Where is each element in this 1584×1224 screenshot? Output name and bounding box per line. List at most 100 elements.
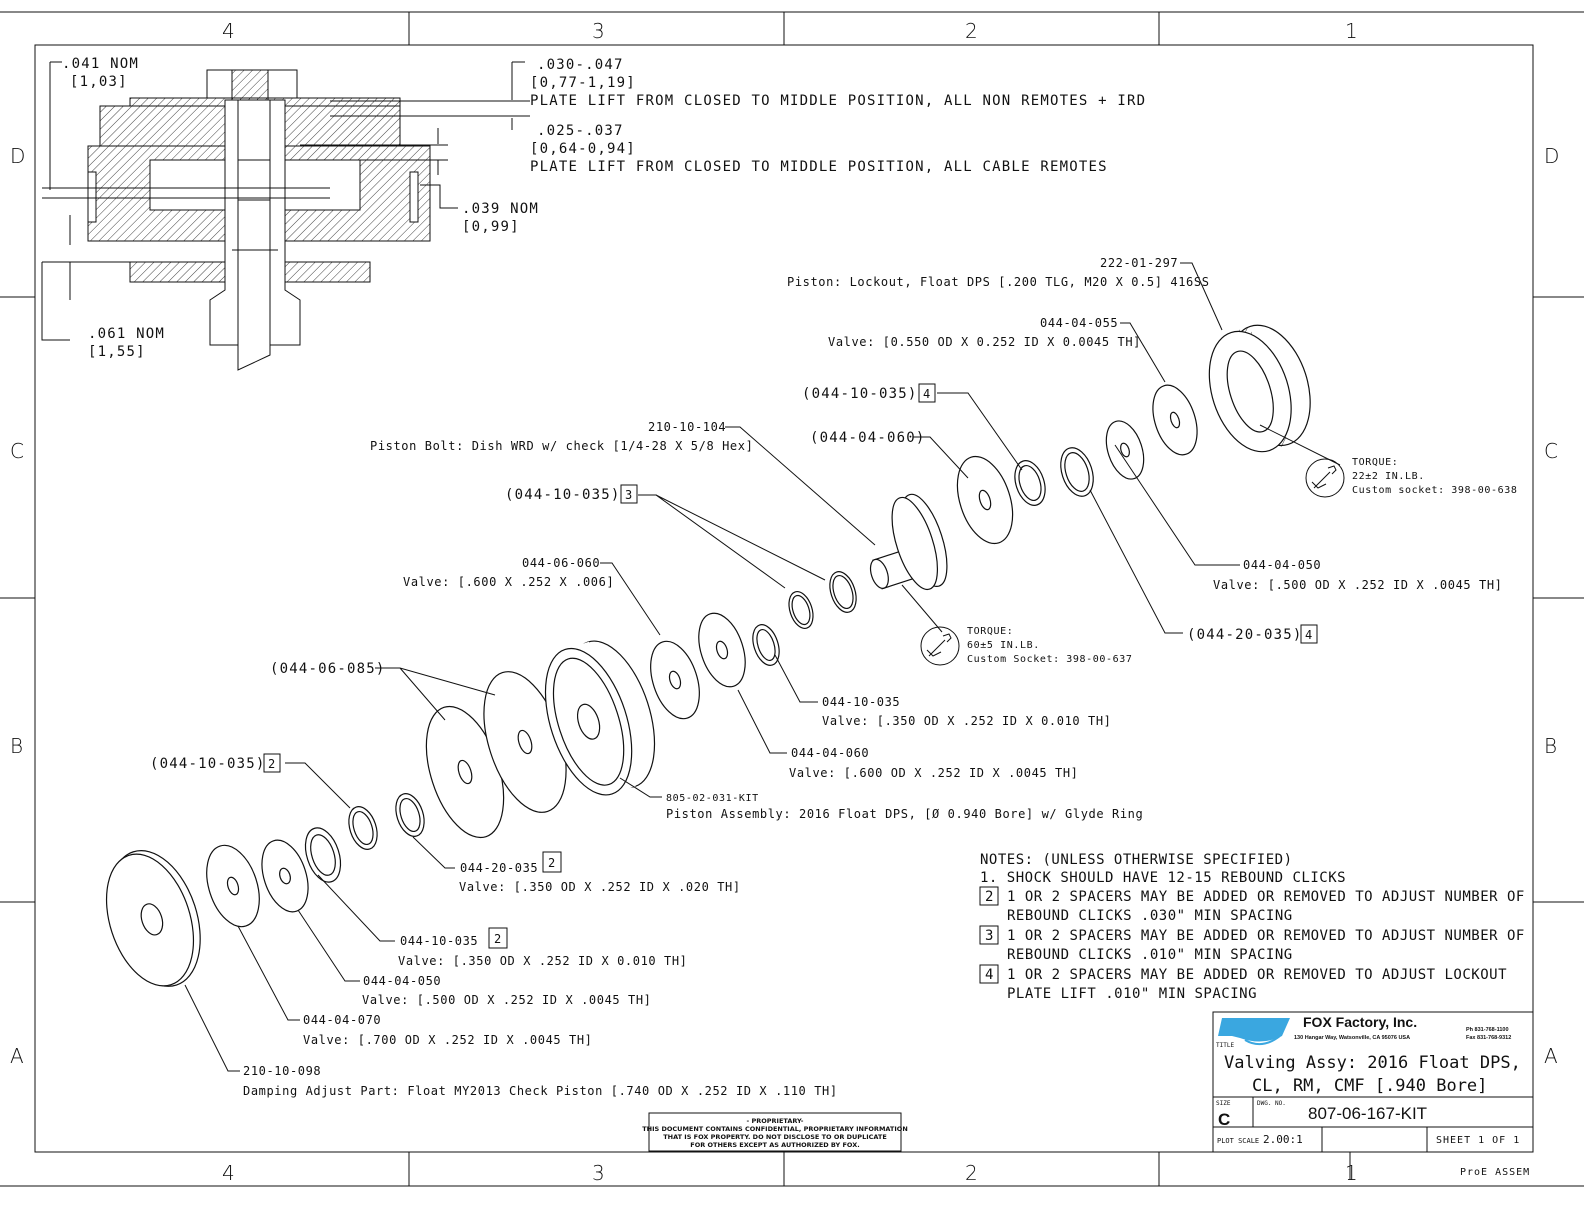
note-flag: 2	[494, 932, 502, 946]
washer	[483, 671, 567, 813]
drawing-frame	[0, 11, 1584, 1187]
note-flag: 4	[1305, 628, 1313, 642]
torque-label: TORQUE:	[1352, 457, 1398, 468]
washer	[1152, 384, 1198, 456]
footer-label: ProE ASSEM	[1460, 1167, 1530, 1178]
callout-description: Valve: [.500 OD X .252 ID X .0045 TH]	[1213, 578, 1503, 592]
note-4-line-1: 1 OR 2 SPACERS MAY BE ADDED OR REMOVED T…	[1007, 967, 1507, 983]
zone-left: A	[10, 1044, 24, 1068]
zone-right: A	[1544, 1044, 1558, 1068]
torque-value: 22±2 IN.LB.	[1352, 471, 1425, 482]
zone-bottom: 2	[965, 1161, 978, 1185]
torque-socket: Custom Socket: 398-00-637	[967, 654, 1133, 665]
washer	[425, 705, 505, 839]
drawing-title-line-1: Valving Assy: 2016 Float DPS,	[1224, 1053, 1521, 1073]
callout-part-number: 044-04-060	[791, 746, 869, 760]
drawing-title-line-2: CL, RM, CMF [.940 Bore]	[1252, 1076, 1487, 1096]
note-flag: 2	[268, 757, 276, 771]
spacer	[788, 591, 814, 629]
wrench-hand-icon	[1311, 465, 1337, 489]
callout-description: Valve: [.350 OD X .252 ID X .020 TH]	[459, 880, 741, 894]
zone-left: B	[10, 734, 23, 758]
zone-left: C	[10, 439, 24, 463]
proprietary-line: THIS DOCUMENT CONTAINS CONFIDENTIAL, PRO…	[642, 1125, 908, 1133]
drawing-number: 807-06-167-KIT	[1308, 1104, 1427, 1123]
dim-041: .041 NOM	[62, 56, 139, 72]
callout-part-number: 044-04-055	[1040, 316, 1118, 330]
note-3-line-1: 1 OR 2 SPACERS MAY BE ADDED OR REMOVED T…	[1007, 928, 1525, 944]
note-flag: 4	[985, 967, 994, 983]
zone-right: B	[1544, 734, 1557, 758]
callout-part-number: 044-06-060	[522, 556, 600, 570]
washer	[650, 640, 700, 720]
notes-header: NOTES: (UNLESS OTHERWISE SPECIFIED)	[980, 852, 1293, 868]
leader-lines	[184, 262, 1341, 1072]
callout-part-number: 044-10-035	[400, 934, 478, 948]
callout-description: Valve: [.350 OD X .252 ID X 0.010 TH]	[822, 714, 1112, 728]
section-view	[41, 61, 530, 371]
lockout-piston-part	[1208, 324, 1311, 453]
dim-041-metric: [1,03]	[70, 74, 128, 90]
plot-scale: 2.00:1	[1263, 1133, 1303, 1146]
callout-part-number: 044-10-035	[822, 695, 900, 709]
zone-right: C	[1544, 439, 1558, 463]
callout-part-number: 805-02-031-KIT	[666, 793, 759, 804]
section-dimensions: .041 NOM [1,03] .030-.047 [0,77-1,19] PL…	[62, 56, 1146, 360]
spacer	[395, 793, 425, 837]
callout-part-number: 044-20-035	[460, 861, 538, 875]
company-name: FOX Factory, Inc.	[1303, 1014, 1417, 1030]
spacer	[1060, 447, 1094, 497]
note-flag: 4	[923, 387, 931, 401]
torque-note-lockout: TORQUE: 22±2 IN.LB. Custom socket: 398-0…	[1305, 457, 1517, 498]
callout-part-number: (044-10-035)	[150, 756, 266, 772]
callout-part-number: 044-04-050	[363, 974, 441, 988]
callout-part-number: (044-10-035)	[505, 487, 621, 503]
check-piston-part	[105, 850, 201, 987]
zone-top: 2	[965, 19, 978, 43]
note-2-line-1: 1 OR 2 SPACERS MAY BE ADDED OR REMOVED T…	[1007, 889, 1525, 905]
title-label: TITLE	[1216, 1042, 1234, 1049]
callout-part-number: (044-06-085)	[270, 661, 386, 677]
callout-part-number: (044-04-060)	[810, 430, 926, 446]
callout-description: Valve: [.350 OD X .252 ID X 0.010 TH]	[398, 954, 688, 968]
callout-part-number: 044-04-050	[1243, 558, 1321, 572]
washer	[261, 839, 309, 913]
proprietary-notice: - PROPRIETARY- THIS DOCUMENT CONTAINS CO…	[642, 1112, 908, 1152]
exploded-parts	[105, 324, 1311, 987]
dim-030-047-note: PLATE LIFT FROM CLOSED TO MIDDLE POSITIO…	[530, 93, 1146, 109]
zone-top: 1	[1345, 19, 1358, 43]
spacer	[348, 806, 378, 850]
dim-061: .061 NOM	[88, 326, 165, 342]
note-flag: 2	[548, 856, 556, 870]
note-3-line-2: REBOUND CLICKS .010" MIN SPACING	[1007, 947, 1293, 963]
part-callouts: 222-01-297 Piston: Lockout, Float DPS [.…	[150, 256, 1503, 1098]
callout-description: Piston: Lockout, Float DPS [.200 TLG, M2…	[787, 275, 1210, 289]
washer	[206, 844, 260, 928]
callout-description: Piston Assembly: 2016 Float DPS, [Ø 0.94…	[666, 807, 1143, 821]
callout-part-number: 210-10-104	[648, 420, 726, 434]
sheet-number: SHEET 1 OF 1	[1436, 1135, 1520, 1146]
callout-part-number: 210-10-098	[243, 1064, 321, 1078]
zone-right: D	[1544, 144, 1559, 168]
title-block: FOX Factory, Inc. 130 Hangar Way, Watson…	[1212, 1011, 1534, 1180]
dim-025-037-note: PLATE LIFT FROM CLOSED TO MIDDLE POSITIO…	[530, 159, 1108, 175]
callout-part-number: (044-20-035)	[1187, 627, 1303, 643]
size-label: SIZE	[1216, 1100, 1231, 1107]
callout-description: Valve: [.500 OD X .252 ID X .0045 TH]	[362, 993, 652, 1007]
fox-logo	[1218, 1018, 1290, 1046]
plot-scale-label: PLOT SCALE	[1217, 1137, 1259, 1145]
callout-description: Valve: [.700 OD X .252 ID X .0045 TH]	[303, 1033, 593, 1047]
callout-description: Piston Bolt: Dish WRD w/ check [1/4-28 X…	[370, 439, 753, 453]
dim-025-037-metric: [0,64-0,94]	[530, 141, 636, 157]
general-notes: NOTES: (UNLESS OTHERWISE SPECIFIED) 1. S…	[979, 852, 1525, 1002]
torque-value: 60±5 IN.LB.	[967, 640, 1040, 651]
piston-bolt-part	[869, 493, 948, 591]
company-phone: Ph 831-768-1100	[1466, 1027, 1509, 1033]
proprietary-line: FOR OTHERS EXCEPT AS AUTHORIZED BY FOX.	[690, 1141, 859, 1149]
note-4-line-2: PLATE LIFT .010" MIN SPACING	[1007, 986, 1257, 1002]
washer	[304, 827, 342, 883]
callout-description: Valve: [0.550 OD X 0.252 ID X 0.0045 TH]	[828, 335, 1141, 349]
dim-030-047-metric: [0,77-1,19]	[530, 75, 636, 91]
dim-039-metric: [0,99]	[462, 219, 520, 235]
